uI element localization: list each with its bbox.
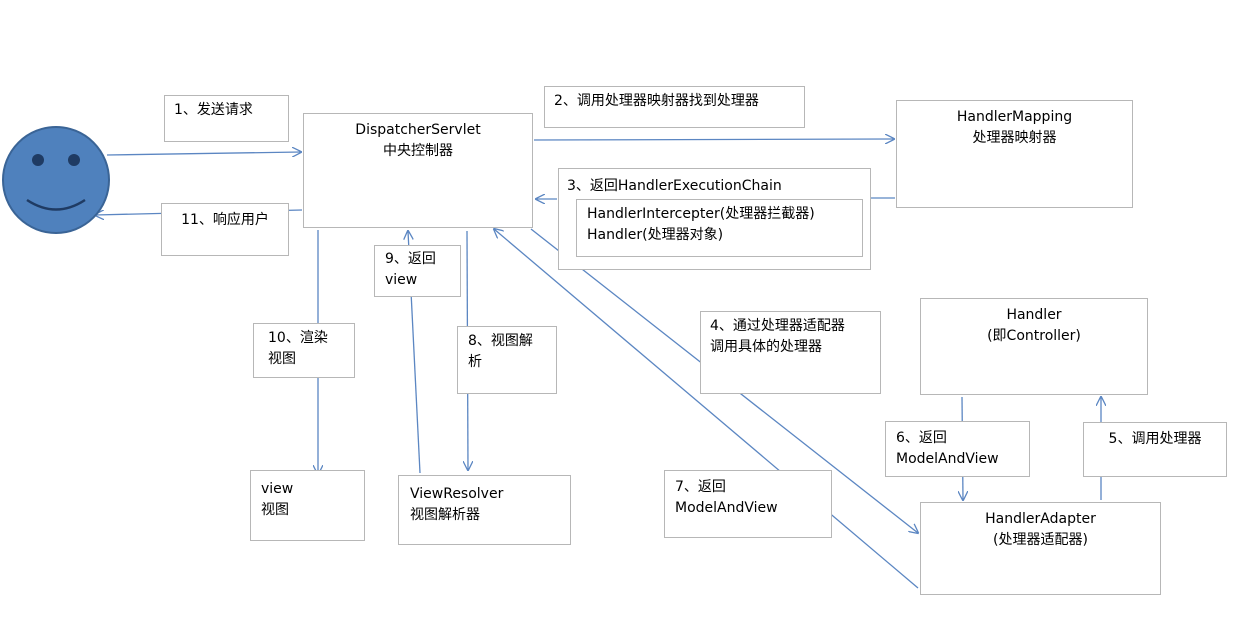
node-name: DispatcherServlet	[355, 122, 481, 138]
node-desc: 处理器映射器	[972, 130, 1057, 146]
handler-box: Handler (即Controller)	[920, 298, 1148, 395]
step-text: 调用具体的处理器	[710, 339, 822, 355]
node-name: Handler	[1006, 307, 1062, 323]
step-2-label: 2、调用处理器映射器找到处理器	[544, 86, 805, 128]
step-text: 析	[468, 354, 482, 370]
step-text: 2、调用处理器映射器找到处理器	[554, 93, 759, 109]
node-name: HandlerMapping	[956, 109, 1073, 125]
step-9-label: 9、返回 view	[374, 245, 461, 297]
step-text: 1、发送请求	[174, 102, 253, 118]
step-1-label: 1、发送请求	[164, 95, 289, 142]
dispatcher-servlet-box: DispatcherServlet 中央控制器	[303, 113, 533, 228]
node-name: ViewResolver	[410, 486, 504, 502]
handler-mapping-box: HandlerMapping 处理器映射器	[896, 100, 1133, 208]
arrow-send-request	[106, 152, 301, 155]
step-text: 8、视图解	[468, 333, 533, 349]
arrow-call-mapping	[533, 139, 894, 140]
node-name: HandlerAdapter	[985, 511, 1096, 527]
execution-chain-detail: HandlerIntercepter(处理器拦截器) Handler(处理器对象…	[576, 199, 863, 257]
view-resolver-box: ViewResolver 视图解析器	[398, 475, 571, 545]
node-desc: 中央控制器	[383, 143, 453, 159]
node-desc: 视图解析器	[410, 507, 480, 523]
step-11-label: 11、响应用户	[161, 203, 289, 256]
chain-interceptor-text: HandlerIntercepter(处理器拦截器)	[587, 206, 815, 222]
node-desc: 视图	[261, 502, 289, 518]
step-6-label: 6、返回 ModelAndView	[885, 421, 1030, 477]
step-text: 7、返回	[675, 479, 726, 495]
node-desc: (处理器适配器)	[993, 532, 1088, 548]
arrow-return-mav-7	[494, 229, 919, 589]
step-text: view	[385, 272, 418, 288]
step-text: 视图	[268, 351, 296, 367]
step-5-label: 5、调用处理器	[1083, 422, 1227, 477]
step-text: 10、渲染	[268, 330, 328, 346]
step-10-label: 10、渲染 视图	[253, 323, 355, 378]
step-text: 11、响应用户	[181, 212, 269, 228]
step-text: 4、通过处理器适配器	[710, 318, 845, 334]
smiley-user-icon	[2, 126, 110, 234]
handler-adapter-box: HandlerAdapter (处理器适配器)	[920, 502, 1161, 595]
node-name: view	[261, 481, 294, 497]
step-text: ModelAndView	[896, 451, 999, 467]
step-text: 3、返回HandlerExecutionChain	[567, 178, 782, 194]
step-text: 6、返回	[896, 430, 947, 446]
step-text: ModelAndView	[675, 500, 778, 516]
step-text: 9、返回	[385, 251, 436, 267]
step-7-label: 7、返回 ModelAndView	[664, 470, 832, 538]
step-4-label: 4、通过处理器适配器 调用具体的处理器	[700, 311, 881, 394]
chain-handler-text: Handler(处理器对象)	[587, 227, 724, 243]
step-text: 5、调用处理器	[1108, 431, 1202, 447]
node-desc: (即Controller)	[987, 328, 1081, 344]
step-8-label: 8、视图解 析	[457, 326, 557, 394]
view-box: view 视图	[250, 470, 365, 541]
